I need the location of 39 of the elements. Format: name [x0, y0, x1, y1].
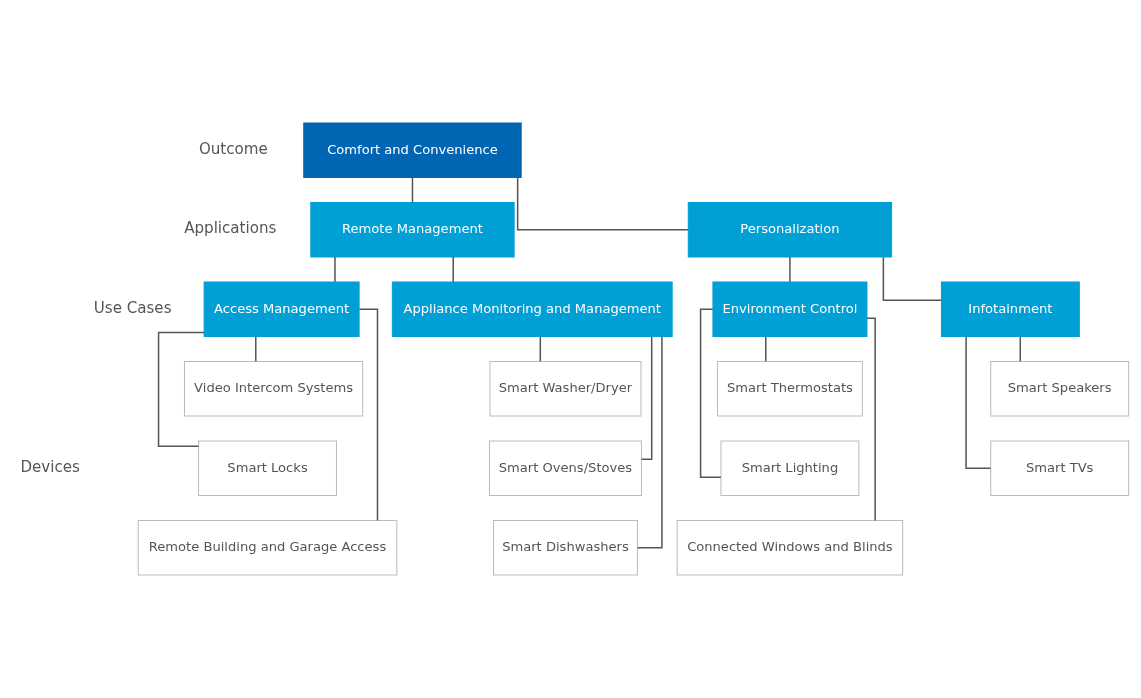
connector	[516, 176, 689, 231]
node-box: Appliance Monitoring and Management	[391, 281, 673, 337]
label: Outcome	[198, 139, 268, 158]
node-box: Infotainment	[940, 281, 1080, 337]
node-box: Smart Dishwashers	[493, 520, 638, 576]
connector	[789, 256, 791, 283]
node-box: Smart Washer/Dryer	[489, 361, 642, 417]
node-box: Smart Locks	[198, 440, 337, 496]
connector	[411, 176, 414, 204]
node-box: Connected Windows and Blinds	[676, 520, 904, 576]
connector	[539, 335, 542, 363]
connector	[882, 256, 943, 301]
node-box: Remote Building and Garage Access	[137, 520, 398, 576]
connector	[866, 317, 876, 522]
connector	[334, 256, 336, 283]
node-box: Smart TVs	[990, 440, 1130, 496]
node-box: Personalization	[687, 202, 893, 258]
connector	[965, 335, 992, 470]
node-box: Smart Speakers	[990, 361, 1130, 417]
node-box: Remote Management	[310, 202, 515, 258]
connector	[636, 335, 663, 549]
node-box: Access Management	[203, 281, 360, 337]
connector	[699, 308, 722, 479]
connector	[1019, 335, 1021, 363]
label: Use Cases	[93, 298, 172, 317]
connector	[640, 336, 653, 460]
node-box: Environment Control	[712, 281, 868, 337]
node-box: Video Intercom Systems	[183, 361, 364, 417]
label: Applications	[184, 219, 277, 238]
connector	[358, 308, 379, 522]
node-box: Smart Lighting	[720, 440, 860, 496]
connector	[157, 331, 205, 447]
node-box: Smart Thermostats	[716, 361, 863, 417]
connector	[765, 335, 767, 363]
connector	[452, 256, 454, 283]
node-box: Smart Ovens/Stoves	[488, 440, 642, 496]
node-box: Comfort and Convenience	[303, 122, 522, 178]
connector	[255, 335, 257, 363]
label: Devices	[20, 457, 80, 476]
